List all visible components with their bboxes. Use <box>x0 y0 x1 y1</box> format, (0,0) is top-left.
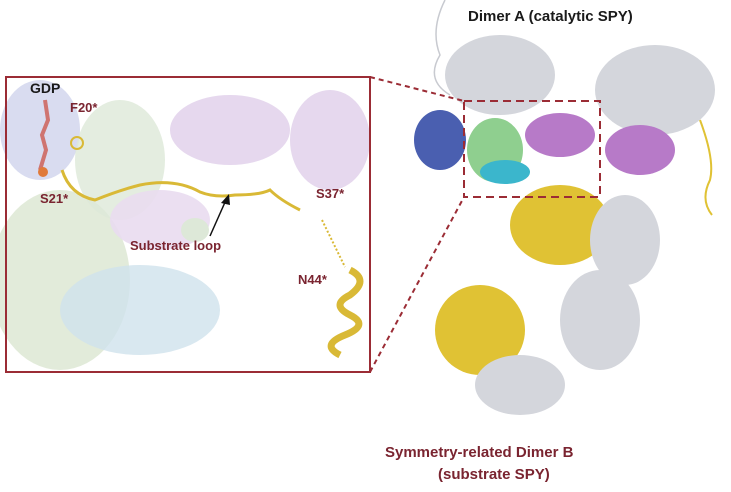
n44-label: N44* <box>298 272 327 287</box>
s21-label: S21* <box>40 191 69 206</box>
connector-top <box>369 76 465 102</box>
s37-label: S37* <box>316 186 345 201</box>
gdp-label: GDP <box>30 80 61 96</box>
substrate-loop-trace <box>60 169 301 212</box>
dimer-b-title-line1: Symmetry-related Dimer B <box>385 444 574 461</box>
substrate-loop-label: Substrate loop <box>130 238 222 253</box>
zoom-region-box <box>463 100 601 198</box>
gdp-molecule <box>38 99 51 177</box>
f20-label: F20* <box>70 100 98 115</box>
connector-bottom <box>369 196 465 373</box>
f20-ring <box>70 136 84 150</box>
dimer-b-title-line2: (substrate SPY) <box>438 466 550 483</box>
inset-structure <box>0 80 370 370</box>
arrow <box>209 199 227 237</box>
inset-frame <box>5 76 371 373</box>
disordered-link <box>321 219 346 268</box>
full-structure <box>414 0 715 415</box>
n44-helix <box>327 266 364 359</box>
dimer-a-title: Dimer A (catalytic SPY) <box>468 8 633 25</box>
arrow-head <box>221 194 230 205</box>
